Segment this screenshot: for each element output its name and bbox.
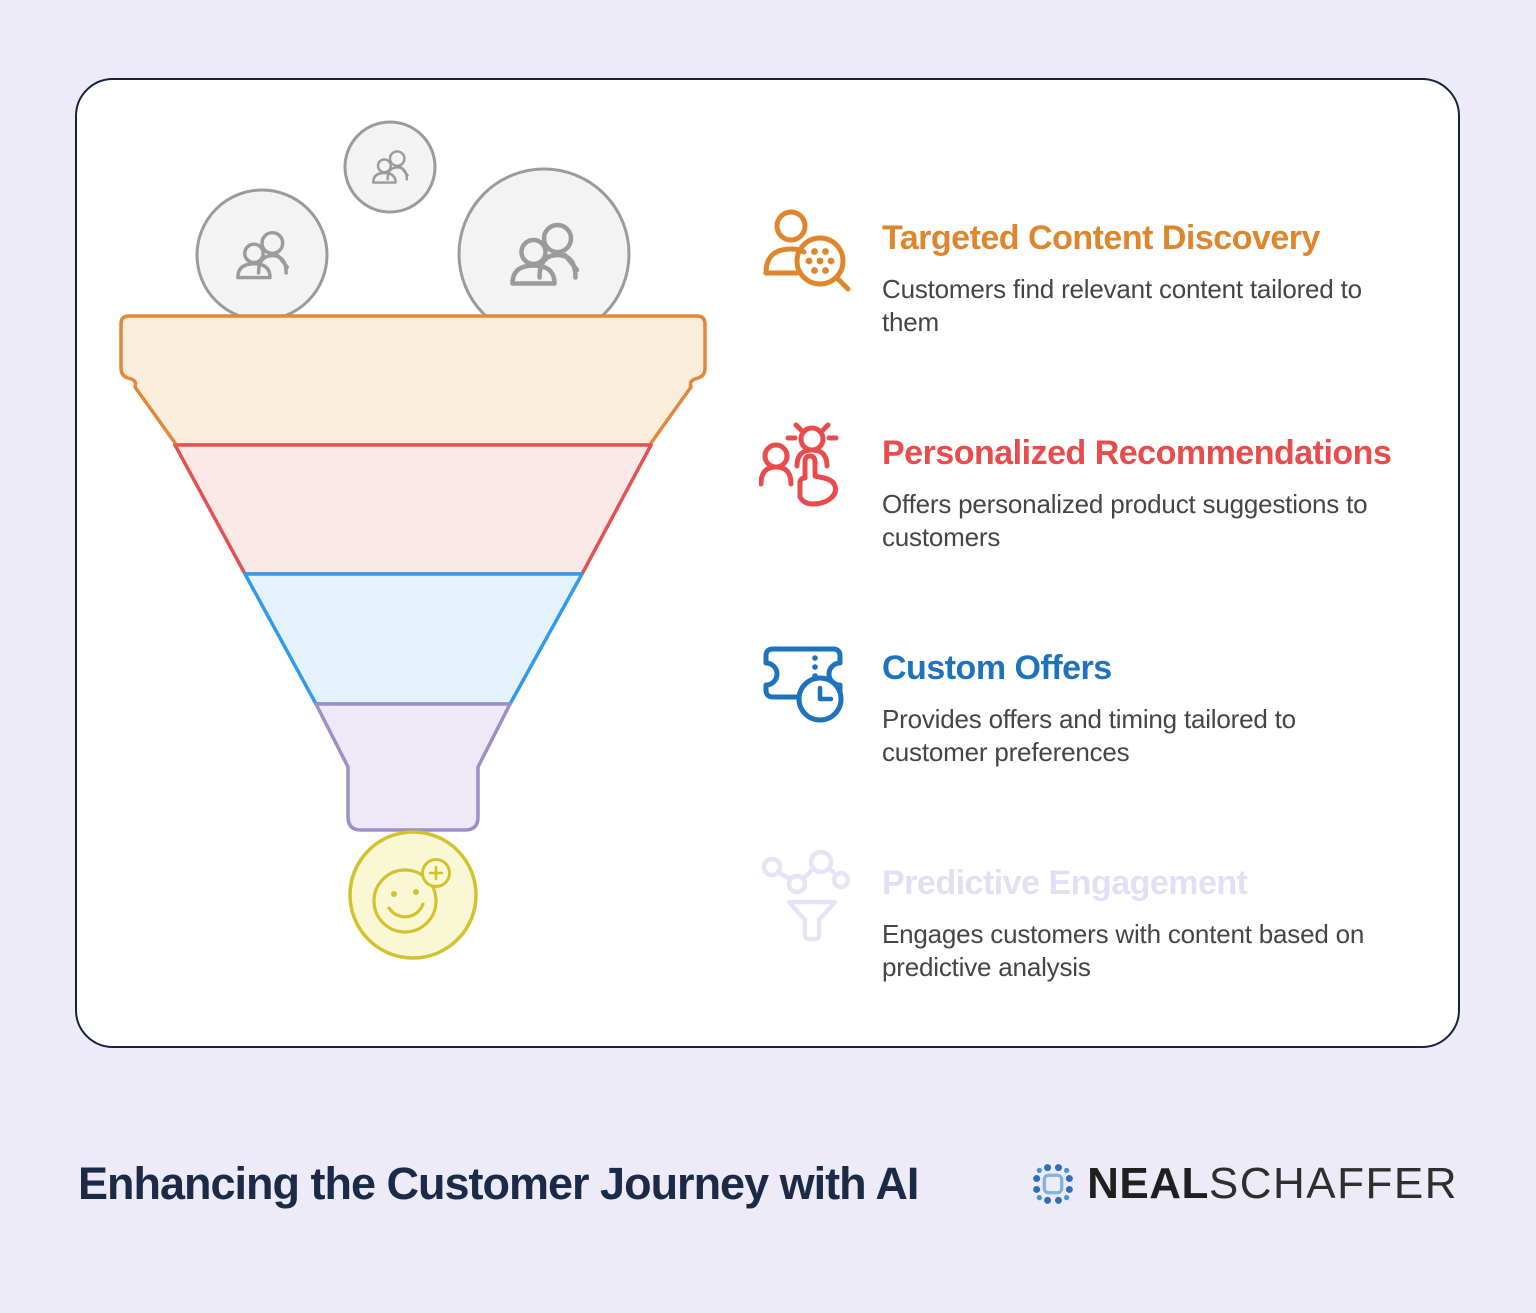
- ticket-clock-icon: [759, 635, 854, 730]
- feature-personalized-recommendations: Personalized Recommendations Offers pers…: [758, 420, 1419, 554]
- audience-circle-small: [343, 120, 437, 214]
- feature-description: Engages customers with content based on …: [882, 918, 1365, 982]
- people-select-icon: [758, 420, 854, 515]
- feature-custom-offers: Custom Offers Provides offers and timing…: [759, 635, 1419, 769]
- feature-title: Custom Offers: [882, 649, 1112, 687]
- feature-description: Offers personalized product suggestions …: [882, 488, 1368, 552]
- smiley-plus-icon: [348, 830, 478, 960]
- brand-name-light: SCHAFFER: [1208, 1159, 1458, 1208]
- feature-title: Personalized Recommendations: [882, 434, 1392, 472]
- brand-logo: NEALSCHAFFER: [1029, 1159, 1458, 1209]
- feature-list: Targeted Content Discovery Customers fin…: [77, 80, 1458, 1046]
- feature-title: Predictive Engagement: [882, 864, 1248, 902]
- feature-description: Customers find relevant content tailored…: [882, 273, 1362, 337]
- page-title: Enhancing the Customer Journey with AI: [78, 1158, 919, 1209]
- customer-funnel-diagram: [119, 120, 707, 960]
- network-funnel-icon: [759, 849, 854, 945]
- feature-title: Targeted Content Discovery: [882, 219, 1320, 257]
- footer: Enhancing the Customer Journey with AI N…: [0, 1128, 1536, 1240]
- brand-name: NEALSCHAFFER: [1087, 1159, 1458, 1209]
- person-search-icon: [759, 205, 854, 300]
- feature-targeted-content-discovery: Targeted Content Discovery Customers fin…: [759, 205, 1419, 339]
- feature-predictive-engagement: Predictive Engagement Engages customers …: [759, 849, 1419, 984]
- brand-table-icon: [1033, 1164, 1073, 1204]
- feature-description: Provides offers and timing tailored to c…: [882, 703, 1296, 767]
- funnel-stage-4: [314, 702, 512, 832]
- brand-name-bold: NEAL: [1087, 1159, 1209, 1208]
- infographic-card: Targeted Content Discovery Customers fin…: [75, 78, 1460, 1048]
